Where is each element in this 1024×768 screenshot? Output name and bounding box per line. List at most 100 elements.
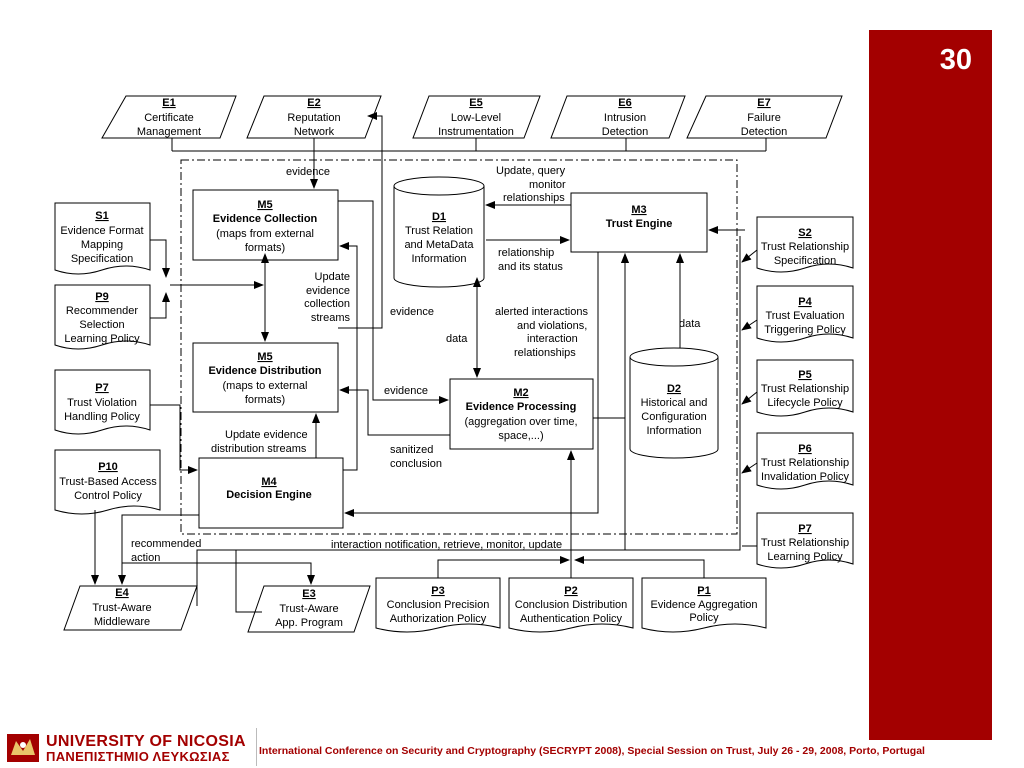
svg-text:Trust Relationship: Trust Relationship bbox=[761, 241, 849, 253]
svg-text:Intrusion: Intrusion bbox=[604, 112, 646, 124]
svg-text:sanitized: sanitized bbox=[390, 444, 433, 456]
svg-text:Low-Level: Low-Level bbox=[451, 112, 501, 124]
university-name-en: UNIVERSITY OF NICOSIA bbox=[46, 733, 246, 750]
doc-p7-learning: P7 Trust Relationship Learning Policy bbox=[756, 512, 854, 569]
svg-text:space,...): space,...) bbox=[498, 430, 543, 442]
module-m4-decision-engine: M4 Decision Engine bbox=[198, 457, 344, 529]
university-crest-icon bbox=[7, 734, 39, 762]
store-d2: D2 Historical and Configuration Informat… bbox=[629, 347, 719, 459]
svg-text:Evidence Distribution: Evidence Distribution bbox=[208, 365, 321, 377]
module-m2-evidence-processing: M2 Evidence Processing (aggregation over… bbox=[449, 378, 594, 450]
svg-text:(maps to external: (maps to external bbox=[223, 380, 308, 392]
svg-text:Authorization Policy: Authorization Policy bbox=[390, 613, 487, 625]
footer-conference-text: International Conference on Security and… bbox=[259, 745, 925, 757]
svg-text:E1: E1 bbox=[162, 97, 175, 109]
svg-text:Lifecycle Policy: Lifecycle Policy bbox=[767, 397, 843, 409]
svg-text:P7: P7 bbox=[95, 382, 108, 394]
svg-text:Update: Update bbox=[315, 271, 350, 283]
svg-text:Conclusion Precision: Conclusion Precision bbox=[387, 599, 490, 611]
svg-text:monitor: monitor bbox=[529, 179, 566, 191]
svg-text:Recommender: Recommender bbox=[66, 305, 138, 317]
doc-p3: P3 Conclusion Precision Authorization Po… bbox=[375, 577, 501, 633]
svg-text:Learning Policy: Learning Policy bbox=[64, 333, 140, 345]
external-e6: E6 Intrusion Detection bbox=[550, 95, 686, 139]
svg-text:Trust Evaluation: Trust Evaluation bbox=[765, 310, 844, 322]
svg-text:and MetaData: and MetaData bbox=[404, 239, 474, 251]
svg-text:P7: P7 bbox=[798, 523, 811, 535]
doc-p9: P9 Recommender Selection Learning Policy bbox=[54, 284, 151, 350]
svg-text:Trust Relation: Trust Relation bbox=[405, 225, 473, 237]
svg-text:E3: E3 bbox=[302, 588, 315, 600]
external-feed-bus bbox=[171, 138, 767, 189]
label-evidence-top: evidence bbox=[286, 166, 330, 178]
svg-text:and violations,: and violations, bbox=[517, 320, 587, 332]
svg-text:Specification: Specification bbox=[71, 253, 133, 265]
svg-text:and its status: and its status bbox=[498, 261, 563, 273]
svg-text:Trust Violation: Trust Violation bbox=[67, 397, 137, 409]
page-number: 30 bbox=[939, 44, 972, 76]
svg-text:Middleware: Middleware bbox=[94, 616, 150, 628]
system-boundary bbox=[180, 159, 738, 535]
svg-text:E2: E2 bbox=[307, 97, 320, 109]
svg-text:evidence: evidence bbox=[384, 385, 428, 397]
svg-text:M4: M4 bbox=[261, 476, 277, 488]
svg-text:E6: E6 bbox=[618, 97, 631, 109]
svg-text:Trust Relationship: Trust Relationship bbox=[761, 383, 849, 395]
svg-text:data: data bbox=[679, 318, 701, 330]
doc-p4: P4 Trust Evaluation Triggering Policy bbox=[756, 285, 854, 343]
module-m5-evidence-collection: M5 Evidence Collection (maps from extern… bbox=[192, 189, 339, 261]
svg-text:D1: D1 bbox=[432, 211, 446, 223]
university-name-gr: ΠΑΝΕΠΙΣΤΗΜΙΟ ΛΕΥΚΩΣΙΑΣ bbox=[46, 749, 230, 764]
svg-text:interaction: interaction bbox=[527, 333, 578, 345]
doc-p6: P6 Trust Relationship Invalidation Polic… bbox=[756, 432, 854, 490]
svg-text:Handling Policy: Handling Policy bbox=[64, 411, 140, 423]
svg-text:evidence: evidence bbox=[390, 306, 434, 318]
svg-text:Reputation: Reputation bbox=[287, 112, 340, 124]
svg-text:P3: P3 bbox=[431, 585, 444, 597]
svg-text:M5: M5 bbox=[257, 199, 272, 211]
svg-text:M2: M2 bbox=[513, 387, 528, 399]
slide-side-bar: 30 bbox=[869, 30, 992, 740]
store-d1: D1 Trust Relation and MetaData Informati… bbox=[393, 176, 485, 288]
svg-text:P2: P2 bbox=[564, 585, 577, 597]
svg-text:Conclusion Distribution: Conclusion Distribution bbox=[515, 599, 628, 611]
svg-text:alerted interactions: alerted interactions bbox=[495, 306, 588, 318]
svg-text:Trust Relationship: Trust Relationship bbox=[761, 457, 849, 469]
svg-text:Information: Information bbox=[411, 253, 466, 265]
svg-text:App. Program: App. Program bbox=[275, 617, 343, 629]
svg-text:D2: D2 bbox=[667, 383, 681, 395]
svg-text:interaction notification, retr: interaction notification, retrieve, moni… bbox=[331, 539, 562, 551]
svg-text:streams: streams bbox=[311, 312, 351, 324]
svg-text:Update evidence: Update evidence bbox=[225, 429, 308, 441]
svg-text:Trust Engine: Trust Engine bbox=[606, 218, 673, 230]
svg-text:evidence: evidence bbox=[306, 285, 350, 297]
svg-text:(aggregation over time,: (aggregation over time, bbox=[464, 416, 577, 428]
svg-text:Evidence Collection: Evidence Collection bbox=[213, 213, 318, 225]
svg-text:P9: P9 bbox=[95, 291, 108, 303]
svg-text:Control Policy: Control Policy bbox=[74, 490, 142, 502]
external-e5: E5 Low-Level Instrumentation bbox=[412, 95, 541, 139]
svg-text:P1: P1 bbox=[697, 585, 710, 597]
edge-labels: Update, query monitor relationships rela… bbox=[131, 165, 701, 564]
external-e3: E3 Trust-Aware App. Program bbox=[247, 585, 371, 633]
svg-text:formats): formats) bbox=[245, 394, 285, 406]
svg-text:M3: M3 bbox=[631, 204, 646, 216]
module-m3-trust-engine: M3 Trust Engine bbox=[570, 192, 708, 253]
svg-text:P10: P10 bbox=[98, 461, 118, 473]
svg-text:Selection: Selection bbox=[79, 319, 124, 331]
svg-text:Mapping: Mapping bbox=[81, 239, 123, 251]
svg-text:Certificate: Certificate bbox=[144, 112, 194, 124]
svg-text:Specification: Specification bbox=[774, 255, 836, 267]
svg-text:data: data bbox=[446, 333, 468, 345]
external-e1: E1 Certificate Management bbox=[101, 95, 237, 139]
svg-text:Authentication Policy: Authentication Policy bbox=[520, 613, 623, 625]
svg-text:Trust-Aware: Trust-Aware bbox=[279, 603, 338, 615]
svg-text:Trust-Aware: Trust-Aware bbox=[92, 602, 151, 614]
svg-text:Evidence Processing: Evidence Processing bbox=[466, 401, 577, 413]
svg-text:Information: Information bbox=[646, 425, 701, 437]
svg-text:relationships: relationships bbox=[514, 347, 576, 359]
svg-text:P6: P6 bbox=[798, 443, 811, 455]
svg-text:relationships: relationships bbox=[503, 192, 565, 204]
svg-text:Evidence Aggregation: Evidence Aggregation bbox=[650, 599, 757, 611]
svg-text:Learning Policy: Learning Policy bbox=[767, 551, 843, 563]
